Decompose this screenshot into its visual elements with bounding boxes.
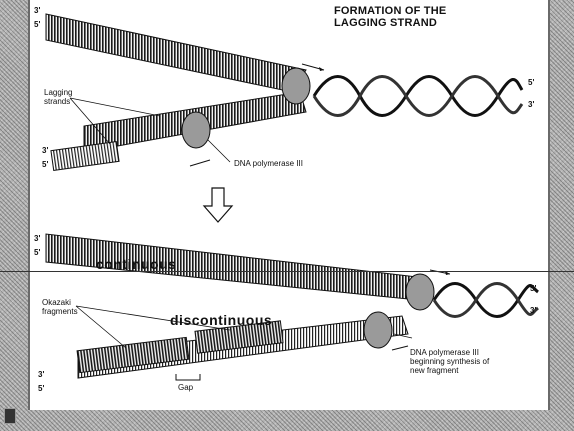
end-bot-right-upper: 5' [530,284,536,293]
label-okazaki-fragments: Okazaki fragments [42,298,92,316]
bottom-arrow-left [392,346,408,350]
top-leading-strand [46,14,306,92]
top-arrow-right-head [319,67,324,71]
end-top-right-lower: 3' [528,100,534,109]
gap-bracket [176,374,200,380]
end-top-left-upper: 3' [34,6,40,15]
label-dna-polymerase-bottom: DNA polymerase III beginning synthesis o… [410,348,500,375]
end-bot-right-lower: 3' [530,306,536,315]
slide: FORMATION OF THE LAGGING STRAND Lagging … [28,0,550,410]
label-gap: Gap [178,383,193,392]
bottom-polymerase-lower [364,312,392,348]
diagram-title: FORMATION OF THE LAGGING STRAND [334,5,484,29]
end-bot-bottom-left-upper: 3' [38,370,44,379]
top-okazaki-fragment [51,142,119,171]
bottom-polymerase-upper [406,274,434,310]
corner-mark [4,408,16,424]
end-bot-left-lower: 5' [34,248,40,257]
label-continuous: continuous [96,256,176,272]
label-discontinuous: discontinuous [170,312,272,328]
transition-down-arrow [204,188,232,222]
end-top-right-upper: 5' [528,78,534,87]
end-top-bottom-left-lower: 5' [42,160,48,169]
top-polymerase-upper [282,68,310,104]
end-top-bottom-left-upper: 3' [42,146,48,155]
end-bot-left-upper: 3' [34,234,40,243]
label-dna-polymerase-top: DNA polymerase III [234,159,354,168]
label-lagging-strands: Lagging strands [44,88,90,106]
end-bot-bottom-left-lower: 5' [38,384,44,393]
end-top-left-lower: 5' [34,20,40,29]
scan-line-artifact [0,271,574,272]
top-arrow-left [190,160,210,166]
polymerase-pointer-top [208,140,230,162]
top-polymerase-lower [182,112,210,148]
